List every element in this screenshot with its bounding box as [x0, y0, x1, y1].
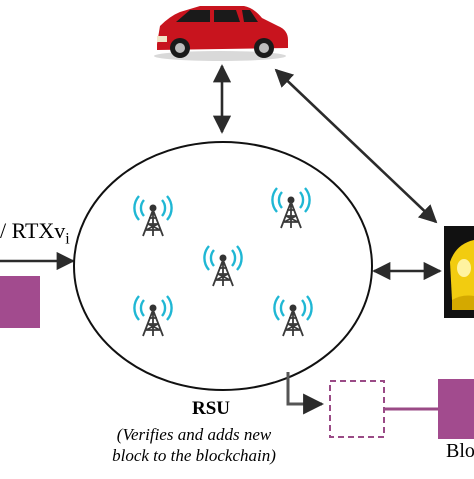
- incoming-rtx-label: / RTXvi: [0, 218, 70, 248]
- yellow-car-icon: [444, 226, 474, 318]
- rsu-description-line1: (Verifies and adds new: [116, 425, 272, 444]
- rsu-description: (Verifies and adds new block to the bloc…: [0, 424, 388, 466]
- rsu-title: RSU: [191, 398, 230, 419]
- suv-yellow-car-arrow: [274, 68, 438, 224]
- red-suv-icon: [154, 6, 288, 61]
- blockchain-label: Blo: [446, 440, 474, 462]
- left-block-icon: [0, 276, 40, 328]
- rsu-new-block-arrow: [286, 372, 325, 415]
- blockchain-block-icon: [438, 379, 474, 439]
- rsu-description-line2: block to the blockchain): [112, 446, 276, 465]
